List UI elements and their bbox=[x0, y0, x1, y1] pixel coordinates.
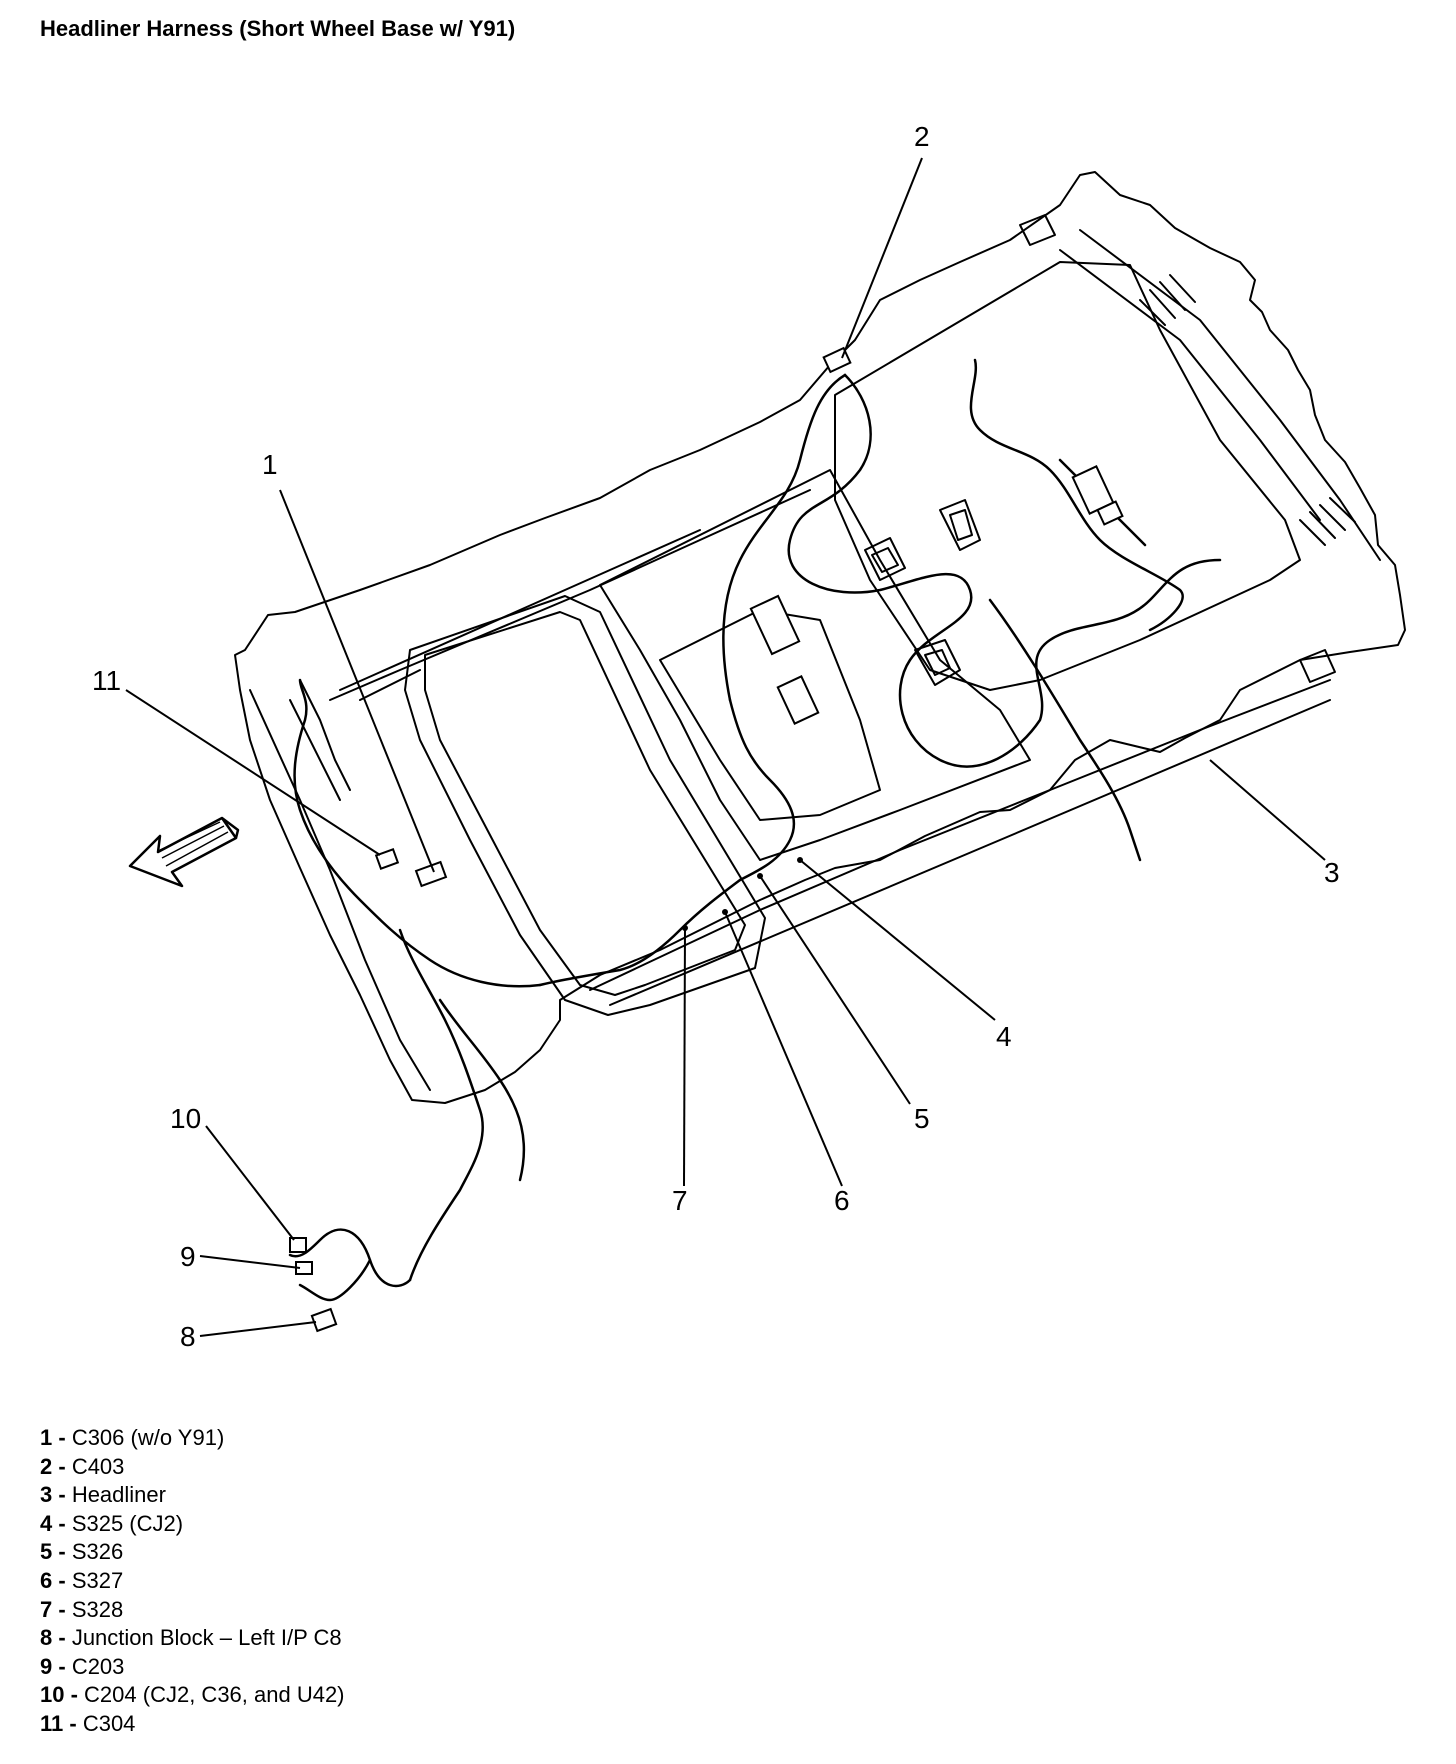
callout-9: 9 bbox=[180, 1241, 196, 1272]
callout-1: 1 bbox=[262, 449, 278, 480]
front-edge bbox=[249, 689, 431, 1091]
harness-rear-branch bbox=[969, 358, 1184, 632]
left-rail bbox=[329, 489, 811, 701]
legend-item: 9 - C203 bbox=[40, 1653, 125, 1679]
forward-arrow-shading bbox=[159, 821, 229, 867]
leader-line-9 bbox=[199, 1255, 301, 1269]
leader-dot-6 bbox=[722, 909, 728, 915]
connector-c204 bbox=[289, 1237, 307, 1253]
callout-6: 6 bbox=[834, 1185, 850, 1216]
legend: 1 - C306 (w/o Y91) 2 - C403 3 - Headline… bbox=[40, 1424, 345, 1739]
legend-item: 10 - C204 (CJ2, C36, and U42) bbox=[40, 1682, 345, 1708]
legend-item: 11 - C304 bbox=[40, 1710, 136, 1736]
leader-line-7 bbox=[683, 927, 686, 1187]
callout-10: 10 bbox=[170, 1103, 201, 1134]
legend-item: 7 - S328 bbox=[40, 1596, 124, 1622]
leader-line-3 bbox=[1209, 759, 1326, 861]
callout-8: 8 bbox=[180, 1321, 196, 1352]
leader-line-1 bbox=[279, 489, 435, 873]
callout-11: 11 bbox=[92, 665, 121, 696]
rear-vent-top bbox=[1139, 274, 1196, 326]
harness-center-run bbox=[728, 698, 796, 882]
legend-item: 1 - C306 (w/o Y91) bbox=[40, 1425, 225, 1450]
forward-direction-arrow bbox=[128, 816, 240, 888]
right-corner-hole bbox=[1299, 649, 1336, 683]
leader-line-8 bbox=[199, 1321, 317, 1337]
right-rail bbox=[589, 679, 1331, 1006]
rear-vent-bottom bbox=[1299, 497, 1356, 546]
center-connector-block-2 bbox=[776, 675, 820, 725]
grab-handle-rear-center bbox=[914, 639, 961, 686]
harness-right-trunk bbox=[988, 598, 1142, 862]
legend-item: 2 - C403 bbox=[40, 1453, 125, 1479]
rear-small-connector bbox=[1096, 500, 1124, 526]
legend-item: 4 - S325 (CJ2) bbox=[40, 1510, 184, 1536]
legend-item: 8 - Junction Block – Left I/P C8 bbox=[40, 1625, 342, 1651]
harness-splice-run bbox=[538, 878, 742, 987]
left-visor bbox=[289, 679, 351, 801]
harness-main-loop bbox=[787, 373, 1222, 768]
headliner-outline bbox=[234, 171, 1406, 1104]
callout-5: 5 bbox=[914, 1103, 930, 1134]
legend-item: 5 - S326 bbox=[40, 1539, 124, 1565]
connector-c304 bbox=[374, 848, 400, 870]
leader-line-11 bbox=[125, 689, 381, 856]
center-connector-block bbox=[749, 594, 801, 656]
leader-dot-4 bbox=[797, 857, 803, 863]
connector-c403 bbox=[822, 346, 852, 374]
harness-left-run bbox=[722, 373, 847, 702]
connector-c306 bbox=[414, 860, 448, 888]
callout-2: 2 bbox=[914, 121, 930, 152]
sunroof-frame bbox=[404, 595, 766, 1016]
callout-3: 3 bbox=[1324, 857, 1340, 888]
grab-handle-rear-left bbox=[939, 499, 981, 551]
leader-line-2 bbox=[841, 157, 923, 359]
leader-line-10 bbox=[205, 1125, 295, 1241]
rear-corner-hole bbox=[1019, 214, 1056, 246]
leader-dot-5 bbox=[757, 873, 763, 879]
headliner-harness-diagram: 1 2 3 4 5 6 7 8 9 10 11 bbox=[92, 121, 1406, 1352]
sunroof-opening bbox=[424, 611, 746, 996]
harness-drop-to-rail bbox=[438, 998, 526, 1182]
leader-dot-7 bbox=[682, 925, 688, 931]
junction-block-c8 bbox=[310, 1307, 338, 1333]
leader-line-4 bbox=[799, 859, 996, 1021]
legend-item: 6 - S327 bbox=[40, 1567, 124, 1593]
leader-line-5 bbox=[759, 875, 911, 1105]
harness-front-run bbox=[293, 678, 542, 988]
leader-line-6 bbox=[724, 911, 843, 1187]
page-title: Headliner Harness (Short Wheel Base w/ Y… bbox=[40, 16, 516, 41]
center-panel bbox=[599, 469, 1031, 861]
callout-4: 4 bbox=[996, 1021, 1012, 1052]
rear-panel bbox=[834, 261, 1301, 691]
grab-handle-center bbox=[864, 537, 906, 581]
harness-front-drop bbox=[398, 928, 484, 1282]
callout-7: 7 bbox=[672, 1185, 688, 1216]
center-console-panel bbox=[659, 609, 881, 821]
legend-item: 3 - Headliner bbox=[40, 1482, 166, 1508]
